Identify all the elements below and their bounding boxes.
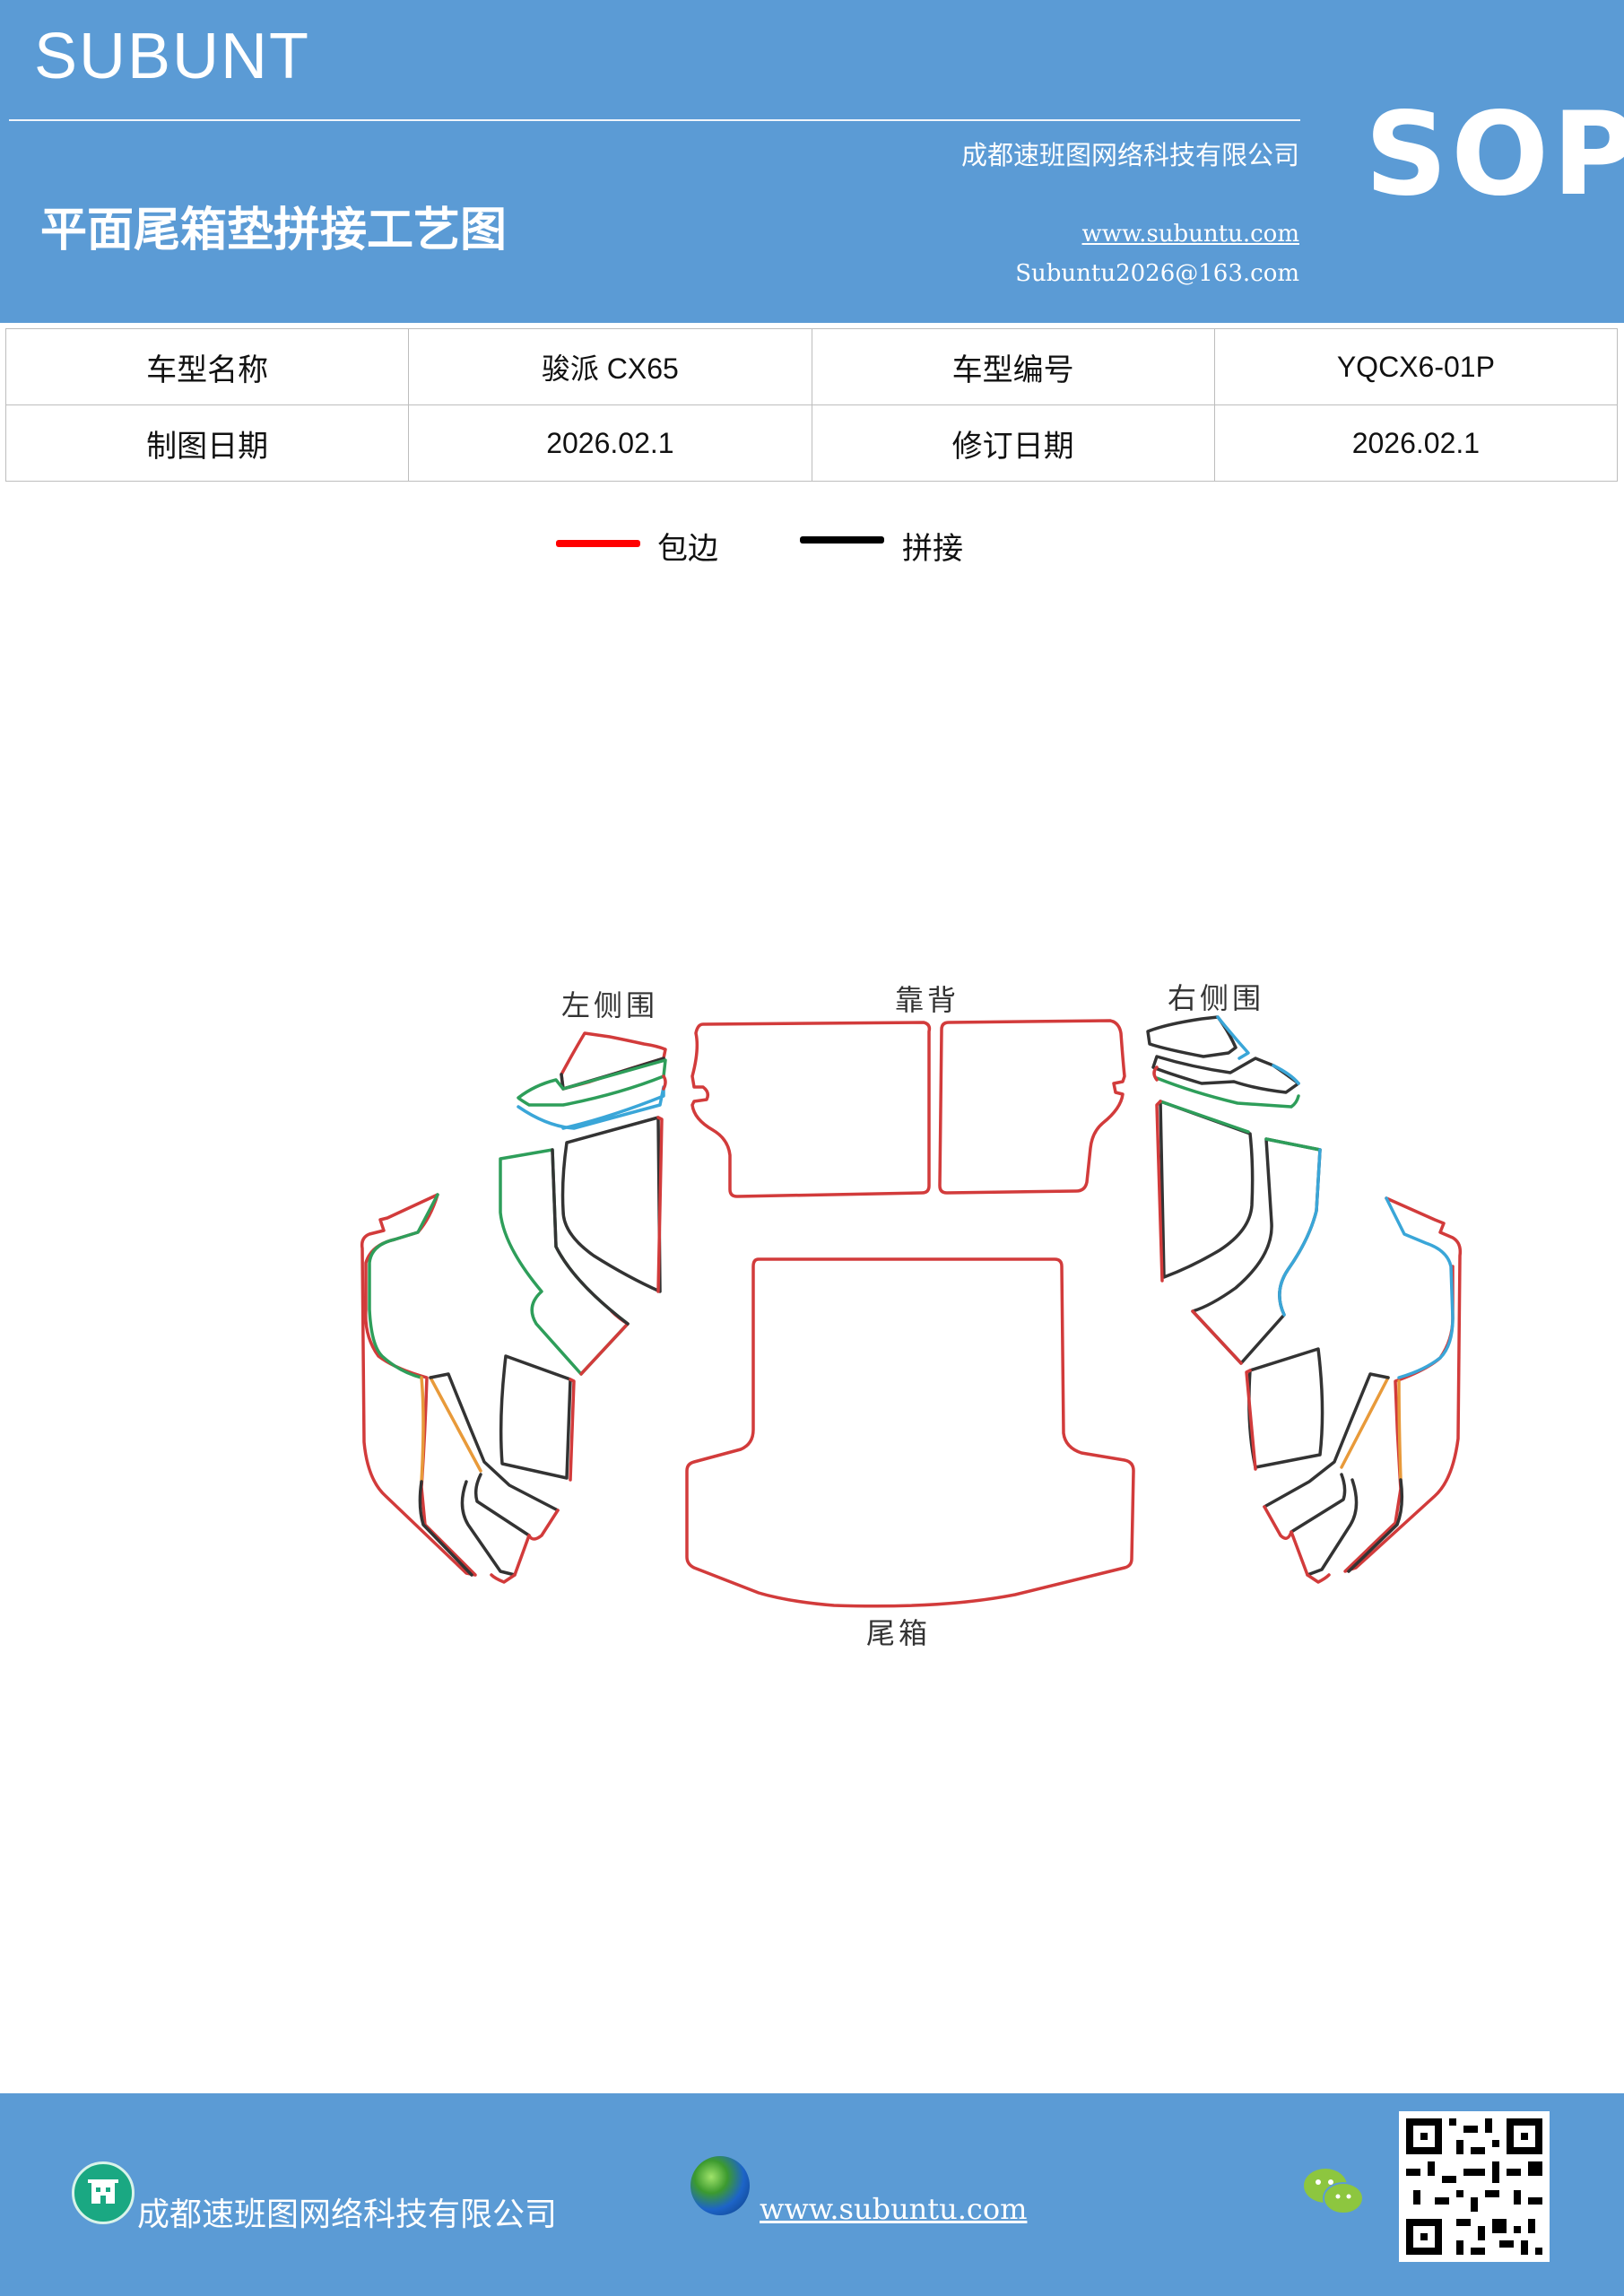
draw-date-value: 2026.02.1 xyxy=(408,404,812,482)
right-top-piece-a-blue xyxy=(1216,1015,1250,1060)
right-top-piece-a xyxy=(1146,1015,1238,1058)
trunk-label: 尾箱 xyxy=(866,1616,932,1650)
left-top-piece-c-edge xyxy=(662,1074,667,1091)
header-website-link[interactable]: www.subuntu.com xyxy=(1081,221,1300,248)
table-row: 制图日期 2026.02.1 修订日期 2026.02.1 xyxy=(4,404,1619,482)
sop-badge: SOP xyxy=(1365,88,1624,222)
header-company: 成都速班图网络科技有限公司 xyxy=(960,140,1299,170)
right-side-label: 右侧围 xyxy=(1168,981,1265,1015)
left-low-piece-a-edge xyxy=(569,1378,576,1482)
left-big-orange-b xyxy=(429,1376,482,1473)
legend-edge-label: 包边 xyxy=(657,531,718,567)
brand-name: SUBUNT xyxy=(34,21,311,92)
right-top-piece-b xyxy=(1151,1055,1300,1094)
right-big-orange-b xyxy=(1340,1376,1390,1469)
backrest-right-piece xyxy=(938,1019,1126,1195)
header-email: Subuntu2026@163.com xyxy=(1015,260,1299,287)
right-low-edge xyxy=(1263,1505,1331,1584)
right-top-piece-b-blue xyxy=(1272,1064,1300,1085)
right-low-seams xyxy=(1263,1372,1404,1577)
right-top-piece-c xyxy=(1155,1076,1300,1109)
right-mid-inner xyxy=(1159,1100,1255,1279)
model-code-value: YQCX6-01P xyxy=(1213,328,1619,405)
legend-edge-swatch xyxy=(556,540,640,547)
revise-date-value: 2026.02.1 xyxy=(1213,404,1619,482)
left-mid-outer-edge xyxy=(579,1309,630,1376)
legend-seam-swatch xyxy=(800,536,884,544)
legend-seam-label: 拼接 xyxy=(902,531,963,567)
right-mid-inner-green xyxy=(1159,1100,1250,1134)
globe-icon xyxy=(690,2156,750,2215)
footer-company: 成都速班图网络科技有限公司 xyxy=(137,2196,558,2233)
right-big-orange xyxy=(1397,1379,1403,1482)
draw-date-label: 制图日期 xyxy=(4,404,410,482)
right-mid-outer-green xyxy=(1264,1137,1322,1152)
left-side-label: 左侧围 xyxy=(561,988,659,1022)
model-name-label: 车型名称 xyxy=(4,328,410,405)
qr-code xyxy=(1399,2111,1550,2262)
left-big-outer xyxy=(360,1193,477,1577)
backrest-left-piece xyxy=(690,1021,932,1198)
right-mid-outer-edge xyxy=(1191,1309,1243,1365)
building-icon xyxy=(72,2161,135,2224)
right-big-blue xyxy=(1385,1196,1455,1379)
right-low-piece-a-edge xyxy=(1245,1369,1257,1471)
revise-date-label: 修订日期 xyxy=(811,404,1215,482)
left-low-piece-a xyxy=(499,1354,572,1480)
backrest-label: 靠背 xyxy=(895,983,960,1017)
legend: 包边 拼接 xyxy=(0,520,1624,574)
vehicle-info-table: 车型名称 骏派 CX65 车型编号 YQCX6-01P 制图日期 2026.02… xyxy=(4,328,1619,482)
right-top-piece-c-edge xyxy=(1152,1065,1159,1082)
model-code-label: 车型编号 xyxy=(811,328,1215,405)
left-big-green xyxy=(368,1193,439,1379)
left-low-edge xyxy=(490,1509,560,1584)
left-big-orange xyxy=(420,1376,425,1483)
model-name-value: 骏派 CX65 xyxy=(408,328,812,405)
left-top-piece-c xyxy=(517,1085,665,1130)
left-mid-inner-edge xyxy=(656,1116,664,1293)
footer-website-link[interactable]: www.subuntu.com xyxy=(760,2192,1028,2226)
header-divider xyxy=(9,119,1300,121)
left-mid-outer-seam xyxy=(551,1148,630,1326)
trunk-piece xyxy=(685,1257,1135,1608)
header-banner xyxy=(0,0,1624,323)
left-mid-inner xyxy=(560,1116,662,1293)
left-top-piece-b xyxy=(517,1058,667,1107)
right-mid-outer-blue xyxy=(1278,1148,1322,1317)
right-mid-inner-edge xyxy=(1155,1100,1164,1283)
document-title: 平面尾箱垫拼接工艺图 xyxy=(40,204,508,257)
table-row: 车型名称 骏派 CX65 车型编号 YQCX6-01P xyxy=(4,328,1619,405)
right-low-piece-a xyxy=(1247,1347,1324,1469)
wechat-icon[interactable] xyxy=(1302,2164,1365,2218)
left-low-seams xyxy=(418,1372,560,1577)
